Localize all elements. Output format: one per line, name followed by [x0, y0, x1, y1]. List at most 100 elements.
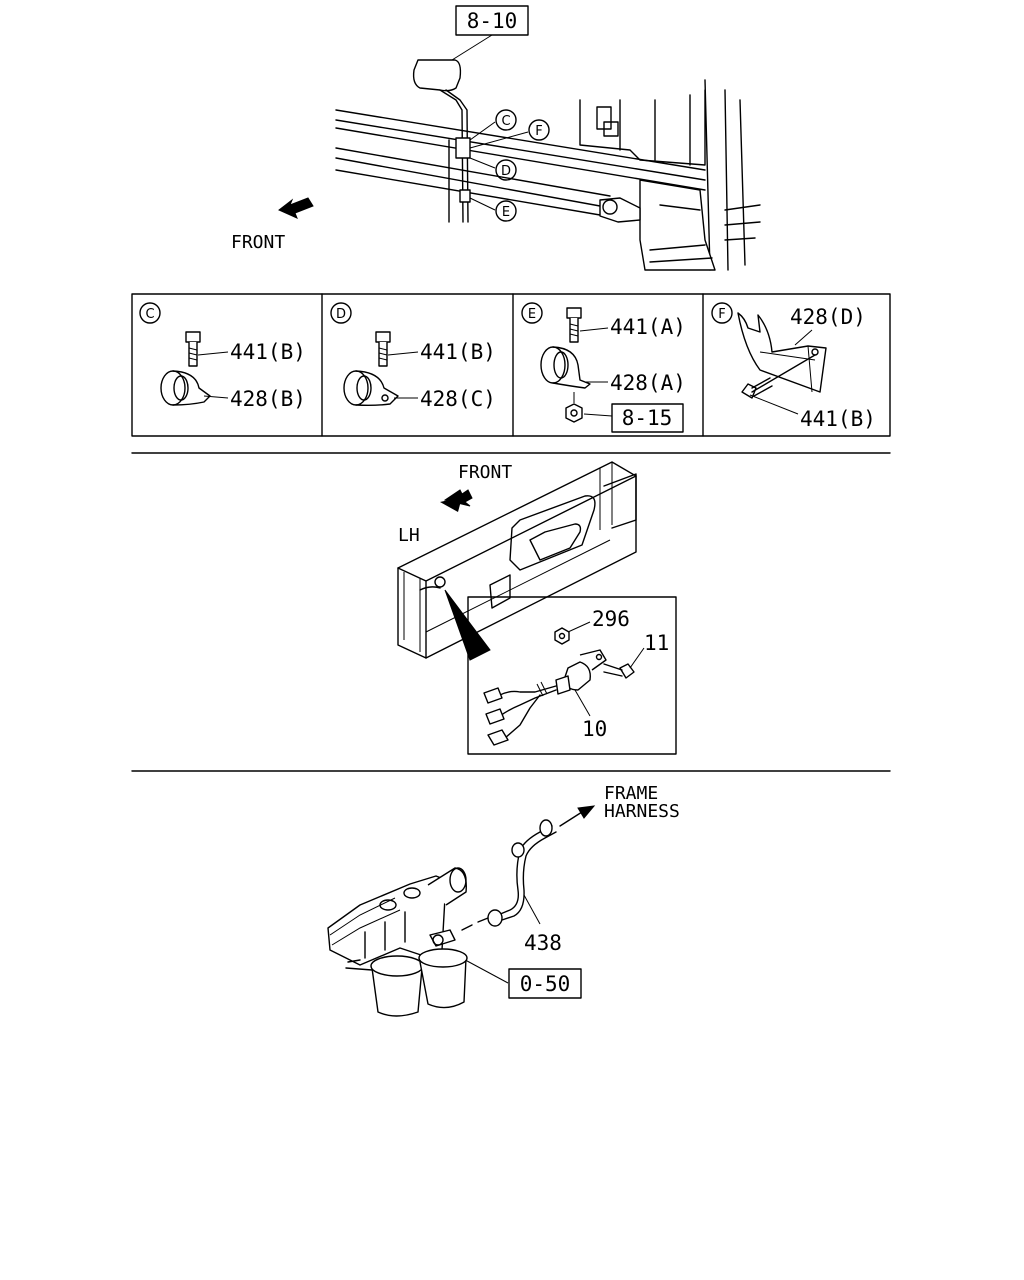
panel-d-letter: D [336, 307, 346, 322]
panel-e-clip-body [552, 346, 591, 389]
front-arrow-middle-tail-icon [440, 497, 462, 512]
panel-d-clip-inner [356, 375, 372, 401]
sensor-10-label: 10 [582, 717, 607, 741]
cab-step [639, 179, 716, 271]
ref-box-8-10-label: 8-10 [467, 9, 518, 33]
harness-grommet-2 [511, 842, 525, 858]
callout-c-letter: C [501, 114, 510, 129]
engine-outlet-mouth [449, 867, 467, 893]
bottom-view: FRAME HARNESS 438 0-50 [327, 783, 680, 1017]
middle-view: FRONT LH 296 11 [397, 461, 677, 755]
frame-rail-3 [335, 127, 706, 191]
panel-c-letter: C [145, 307, 154, 322]
ref-box-8-15-label: 8-15 [622, 406, 673, 430]
nut-296 [554, 627, 570, 645]
detail-panels: C 441(B) 428(B) D 44 [131, 293, 891, 437]
engine-ribs [329, 897, 401, 946]
ref-box-8-15 [611, 403, 684, 433]
stay-bracket-e [459, 189, 471, 203]
filter-2 [419, 957, 467, 1009]
frame-bracket-plate [509, 495, 596, 571]
sensor-wire-1 [499, 685, 557, 696]
harness-438-label: 438 [524, 931, 562, 955]
frame-rail-2 [335, 119, 706, 181]
front-label-top: FRONT [231, 232, 285, 253]
callout-e [495, 200, 517, 222]
tank-bracket [599, 197, 641, 223]
ref-box-0-50 [508, 968, 582, 999]
ref-leader-8-10 [451, 34, 493, 61]
panel-d-bolt-label: 441(B) [420, 340, 496, 364]
callout-d [495, 159, 517, 181]
panel-e-bolt-label: 441(A) [610, 315, 686, 339]
panel-f-bracket-label: 428(D) [790, 305, 866, 329]
sensor-detail-box [467, 596, 677, 755]
detail-panel-e: E 441(A) 428(A) 8-15 [521, 302, 686, 433]
panel-f-bolt-shank [751, 377, 773, 397]
panel-c-clip-inner [173, 375, 189, 401]
front-arrow-icon [278, 197, 314, 219]
callout-c [495, 109, 517, 131]
callout-f [528, 119, 550, 141]
rear-frame-lines [724, 204, 761, 241]
detail-panel-frame [131, 293, 891, 437]
panel-c-badge [139, 302, 161, 324]
panel-f-badge [711, 302, 733, 324]
harness-arrow-line [559, 811, 583, 827]
panel-e-nut-hole [570, 409, 578, 417]
sensor-location [434, 576, 446, 588]
panel-e-letter: E [528, 307, 536, 322]
cab-rear-edges [704, 79, 746, 271]
bolt-11-leader [629, 647, 645, 669]
panel-d-bolt-leader [387, 351, 419, 356]
harness-438-leader [523, 894, 541, 925]
harness-grommet-1 [539, 819, 553, 837]
callout-f-letter: F [535, 124, 542, 139]
leader-c [469, 121, 496, 141]
connector-3 [487, 729, 509, 746]
detail-panel-c: C 441(B) 428(B) [139, 302, 306, 411]
harness-438-wire [497, 825, 553, 916]
lh-label: LH [398, 525, 420, 546]
top-view: 8-10 C F [231, 5, 761, 271]
sensor-wire-3 [504, 694, 541, 739]
mirror-head [412, 59, 462, 92]
filter-2-top [418, 948, 468, 968]
panel-d-clip-label: 428(C) [420, 387, 496, 411]
frame-gusset [489, 574, 511, 609]
sensor-10-neck [555, 675, 571, 695]
detail-panel-d: D 441(B) 428(C) [330, 302, 496, 411]
wire-break-marks [536, 681, 548, 697]
panel-e-bolt-thread [569, 323, 579, 337]
panel-d-clip-body [355, 370, 399, 407]
panel-f-bolt-label: 441(B) [800, 407, 876, 431]
engine-sensor-nut [432, 934, 444, 946]
harness-connector [487, 909, 503, 927]
panel-d-bolt-head [375, 331, 391, 343]
engine-fins [364, 911, 406, 959]
leader-e [469, 197, 496, 211]
callout-e-letter: E [502, 205, 510, 220]
panel-c-bolt-thread [188, 347, 198, 361]
nut-296-leader [567, 621, 591, 633]
mirror-stay [439, 89, 464, 223]
leader-f [469, 131, 529, 149]
engine-lower-edge [345, 959, 373, 971]
frame-web-left [397, 567, 427, 659]
harness-438-wire-edge [501, 831, 557, 921]
frame-rail-5 [335, 157, 601, 207]
panel-f-letter: F [718, 307, 725, 322]
panel-c-bolt-label: 441(B) [230, 340, 306, 364]
panel-f-bolt-axis [751, 354, 816, 393]
connector-2 [485, 708, 505, 725]
engine-outlet [427, 867, 467, 906]
frame-crossmember [599, 462, 613, 530]
panel-d-clip-hole [381, 394, 389, 402]
nut-296-label: 296 [592, 607, 630, 631]
mirror-stay-edge [445, 89, 469, 223]
panel-c-bolt-leader [197, 351, 229, 356]
frame-bottom-flange [425, 539, 611, 633]
panel-f-bracket [737, 312, 827, 393]
